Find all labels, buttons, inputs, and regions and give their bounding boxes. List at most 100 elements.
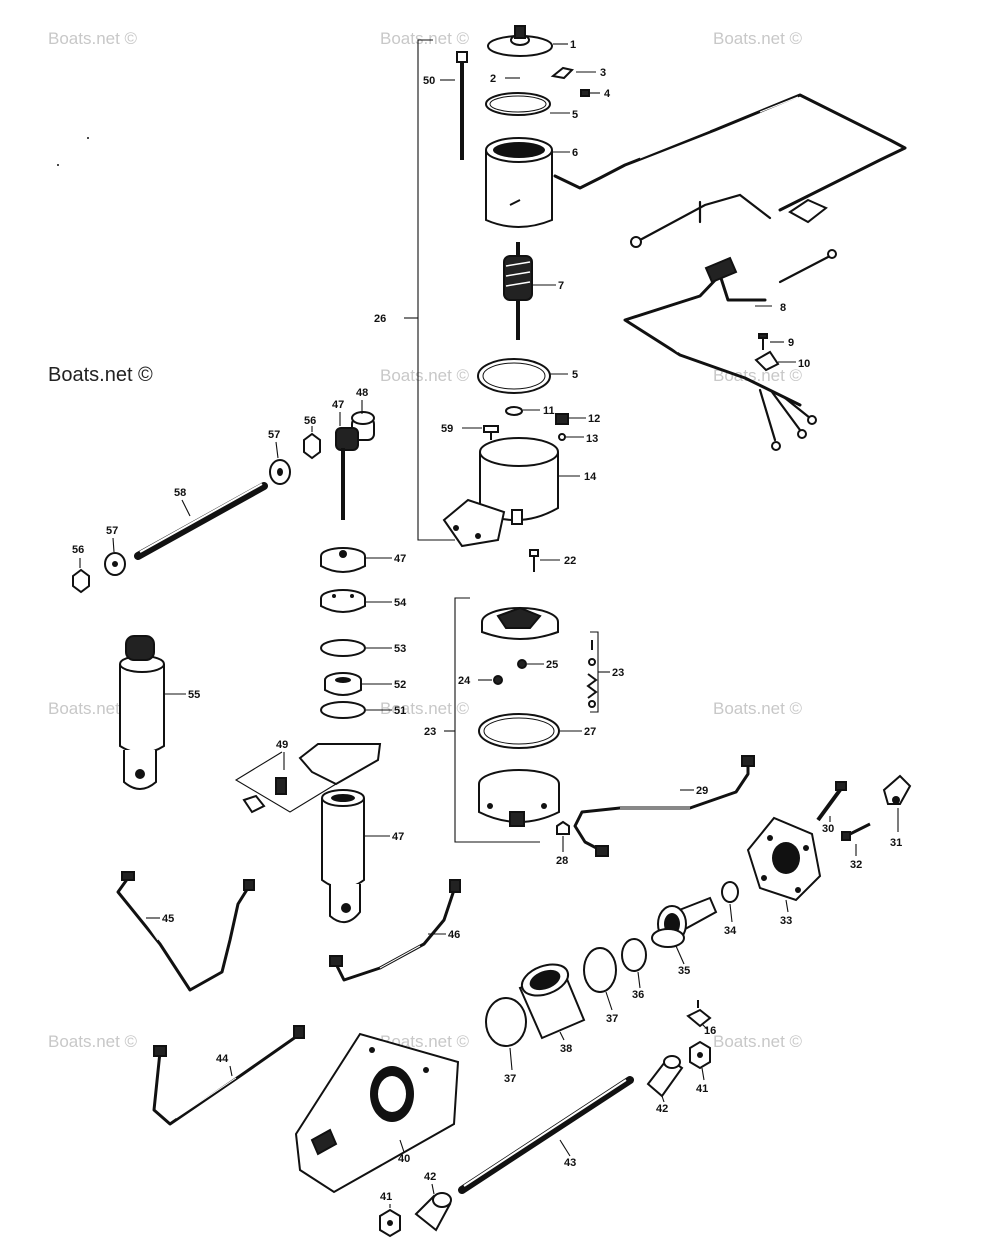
manifold-40 xyxy=(294,1032,460,1194)
motor-end-cap xyxy=(487,25,553,57)
leader-42-bottom xyxy=(431,1183,435,1195)
callout-34: 34 xyxy=(724,925,737,937)
callout-9: 9 xyxy=(788,337,794,349)
callout-31: 31 xyxy=(890,837,902,849)
clip-10 xyxy=(754,350,780,372)
callout-40: 40 xyxy=(398,1153,410,1165)
end-cover-33 xyxy=(746,816,822,902)
motor-frame xyxy=(485,137,553,228)
hydraulic-line-46 xyxy=(329,879,461,982)
leader-44 xyxy=(229,1065,233,1077)
callout-3: 3 xyxy=(600,67,606,79)
leader-37-left xyxy=(509,1047,513,1071)
leader-40 xyxy=(399,1139,405,1153)
pump-motor-base xyxy=(442,437,559,548)
valve-stack-23 xyxy=(586,640,598,708)
leader-57-bottom xyxy=(112,537,115,553)
callout-8: 8 xyxy=(780,302,786,314)
leader-43 xyxy=(559,1139,571,1157)
callout-56: 56 xyxy=(304,415,316,427)
callout-42: 42 xyxy=(656,1103,668,1115)
screw-4 xyxy=(580,89,590,97)
watermark: Boats.net © xyxy=(380,29,470,48)
callout-42: 42 xyxy=(424,1171,436,1183)
through-bolt xyxy=(456,51,468,160)
leader-35 xyxy=(675,945,685,965)
hydraulic-line-44 xyxy=(152,1025,305,1126)
watermark: Boats.net © xyxy=(48,364,153,386)
leader-16 xyxy=(701,1023,709,1031)
reservoir-base xyxy=(478,769,560,827)
leader-36 xyxy=(637,971,641,989)
group-bracket-23 xyxy=(454,597,540,843)
callout-12: 12 xyxy=(588,413,600,425)
callout-32: 32 xyxy=(850,859,862,871)
ball-24 xyxy=(493,675,503,685)
callout-56: 56 xyxy=(72,544,84,556)
callout-7: 7 xyxy=(558,280,564,292)
nut-56-bottom xyxy=(72,568,90,594)
callout-55: 55 xyxy=(188,689,200,701)
pump-body-top xyxy=(481,606,559,640)
check-valve-25 xyxy=(517,659,527,669)
watermark: Boats.net © xyxy=(380,366,470,385)
spool-35 xyxy=(651,896,718,948)
nut-41-right xyxy=(689,1040,711,1070)
armature xyxy=(503,242,533,340)
watermark: Boats.net © xyxy=(48,1032,138,1051)
leader-34 xyxy=(729,903,733,923)
o-ring-27 xyxy=(478,713,560,749)
bracket-31 xyxy=(882,774,912,805)
leader-58 xyxy=(181,499,191,517)
leader-38 xyxy=(559,1031,565,1041)
callout-57: 57 xyxy=(106,525,118,537)
fitting-12 xyxy=(555,413,569,425)
screw-59 xyxy=(483,425,499,440)
callout-50: 50 xyxy=(423,75,435,87)
callout-37: 37 xyxy=(606,1013,618,1025)
o-ring-5-top xyxy=(485,92,551,116)
leader-41-right xyxy=(701,1067,705,1081)
callout-14: 14 xyxy=(584,471,597,483)
washer-11 xyxy=(505,406,523,416)
o-ring-37-left xyxy=(485,997,527,1047)
watermark: Boats.net © xyxy=(713,366,803,385)
callout-25: 25 xyxy=(546,659,558,671)
piston-54 xyxy=(320,589,366,613)
callout-38: 38 xyxy=(560,1043,572,1055)
callout-53: 53 xyxy=(394,643,406,655)
callout-57: 57 xyxy=(268,429,280,441)
callout-2: 2 xyxy=(490,73,496,85)
leader-37-right xyxy=(605,991,613,1011)
wire-harness-8 xyxy=(623,249,837,451)
watermark: Boats.net © xyxy=(48,699,138,718)
callout-1: 1 xyxy=(570,39,576,51)
brush-spring xyxy=(550,66,574,80)
callout-27: 27 xyxy=(584,726,596,738)
callout-33: 33 xyxy=(780,915,792,927)
callout-16: 16 xyxy=(704,1025,716,1037)
callout-13: 13 xyxy=(586,433,598,445)
callout-37: 37 xyxy=(504,1073,516,1085)
callout-11: 11 xyxy=(543,405,555,417)
washer-34 xyxy=(721,881,739,903)
hydraulic-line-29 xyxy=(573,755,755,857)
hydraulic-line-45 xyxy=(116,871,255,992)
leader-42-right xyxy=(661,1095,665,1103)
washer-57-bottom xyxy=(104,552,126,576)
wire-harness-main xyxy=(553,93,907,248)
callout-51: 51 xyxy=(394,705,406,717)
callout-46: 46 xyxy=(448,929,460,941)
callout-26: 26 xyxy=(374,313,386,325)
callout-5: 5 xyxy=(572,109,578,121)
o-ring-5-lower xyxy=(477,358,551,394)
speck xyxy=(87,137,89,139)
callout-30: 30 xyxy=(822,823,834,835)
bushing-42-right xyxy=(646,1055,684,1098)
screw-9 xyxy=(758,333,768,350)
o-ring-37-right xyxy=(583,947,617,993)
watermark: Boats.net © xyxy=(713,1032,803,1051)
bushing-42-bottom xyxy=(414,1192,452,1232)
speck xyxy=(57,164,59,166)
